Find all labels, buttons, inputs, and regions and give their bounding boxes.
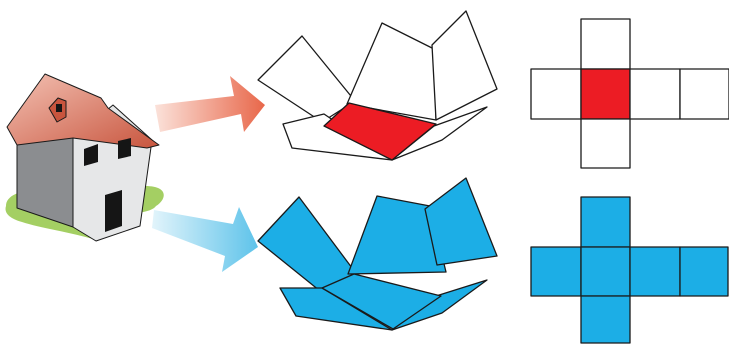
arrow-to-filled-icon bbox=[152, 207, 258, 272]
net-square-bottom bbox=[580, 118, 631, 169]
net-square-left bbox=[530, 68, 582, 120]
net-square-right bbox=[629, 68, 681, 120]
cross-net-outline bbox=[530, 18, 729, 169]
net-square-left bbox=[530, 246, 582, 297]
folded-box-filled bbox=[257, 177, 498, 331]
door-icon bbox=[105, 190, 122, 232]
flap-left bbox=[257, 35, 356, 123]
base-face bbox=[321, 273, 442, 330]
net-square-far-right bbox=[679, 68, 729, 120]
window-icon bbox=[118, 138, 131, 159]
house-icon bbox=[5, 73, 164, 242]
net-square-top bbox=[580, 196, 631, 248]
base-red-face bbox=[323, 102, 437, 161]
net-square-right bbox=[629, 246, 681, 297]
folded-box-outline bbox=[257, 10, 498, 161]
house-roof bbox=[6, 73, 160, 149]
net-square-top bbox=[580, 18, 631, 70]
chimney-window bbox=[56, 104, 62, 112]
net-square-far-right bbox=[679, 246, 729, 297]
flap-back-right bbox=[424, 177, 498, 266]
net-square-center bbox=[580, 246, 631, 297]
net-square-bottom bbox=[580, 295, 631, 344]
net-square-center-red bbox=[580, 68, 631, 120]
flap-back-right bbox=[431, 10, 498, 121]
arrow-to-outline-icon bbox=[155, 76, 265, 132]
cross-net-filled bbox=[530, 196, 729, 344]
window-icon bbox=[84, 144, 98, 166]
